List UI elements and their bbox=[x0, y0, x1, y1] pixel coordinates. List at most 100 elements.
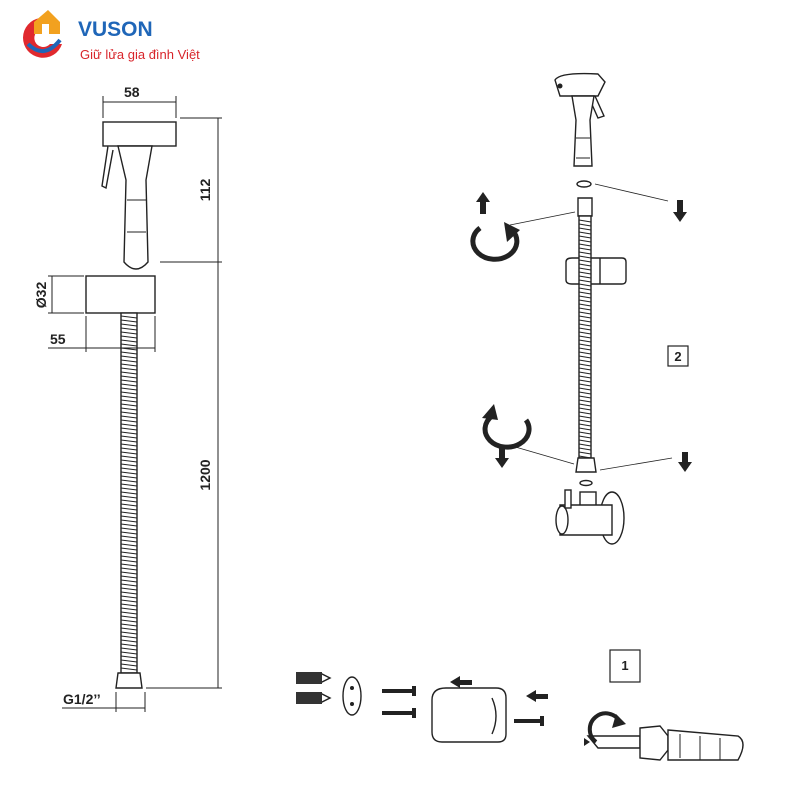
hose-rib bbox=[120, 527, 138, 531]
hose-rib bbox=[120, 403, 138, 407]
hose-rib bbox=[120, 439, 138, 443]
hose-rib bbox=[120, 471, 138, 475]
hose-rib bbox=[120, 335, 138, 339]
hose-rib bbox=[578, 243, 592, 247]
hose-rib bbox=[120, 343, 138, 347]
hose-rib bbox=[120, 327, 138, 331]
hose-rib bbox=[578, 235, 592, 239]
hose-rib bbox=[120, 387, 138, 391]
hose-rib bbox=[120, 607, 138, 611]
hose-rib bbox=[120, 639, 138, 643]
hose-rib bbox=[578, 263, 592, 267]
hose-rib bbox=[120, 651, 138, 655]
hose-rib bbox=[578, 343, 592, 347]
hose-rib bbox=[578, 391, 592, 395]
down-arrow-icon bbox=[678, 452, 692, 472]
hose-rib bbox=[120, 647, 138, 651]
hose-rib bbox=[120, 455, 138, 459]
hose-rib bbox=[120, 431, 138, 435]
hose-rib bbox=[120, 491, 138, 495]
hose-rib bbox=[120, 571, 138, 575]
hose-rib bbox=[120, 467, 138, 471]
down-arrow-icon bbox=[673, 200, 687, 222]
hose-rib bbox=[120, 579, 138, 583]
hose-rib bbox=[120, 391, 138, 395]
hose-rib bbox=[578, 375, 592, 379]
hose-rib bbox=[578, 247, 592, 251]
logo-mark-icon bbox=[22, 10, 62, 58]
left-arrow-icon bbox=[526, 690, 548, 702]
hose-rib bbox=[120, 419, 138, 423]
hose-step2 bbox=[578, 215, 592, 459]
dim-height-112: 112 bbox=[197, 178, 213, 201]
hose-rib bbox=[578, 311, 592, 315]
hose-rib bbox=[578, 315, 592, 319]
hose-rib bbox=[578, 383, 592, 387]
hose-rib bbox=[578, 239, 592, 243]
dim-width-58: 58 bbox=[124, 84, 140, 100]
hose-rib bbox=[578, 443, 592, 447]
hose-rib bbox=[578, 427, 592, 431]
hose-rib bbox=[120, 551, 138, 555]
step-1-box bbox=[609, 649, 641, 683]
hose-rib bbox=[578, 451, 592, 455]
hose-rib bbox=[120, 595, 138, 599]
hose-rib bbox=[578, 299, 592, 303]
hose-rib bbox=[120, 599, 138, 603]
hose-rib bbox=[120, 367, 138, 371]
hose-rib bbox=[120, 615, 138, 619]
hose-rib bbox=[578, 323, 592, 327]
hose-rib bbox=[120, 379, 138, 383]
hose-rib bbox=[120, 635, 138, 639]
sprayer-body bbox=[571, 95, 595, 167]
hose-rib bbox=[120, 611, 138, 615]
brand-slogan: Giữ lửa gia đình Việt bbox=[80, 47, 200, 62]
hose-rib bbox=[578, 435, 592, 439]
hose-rib bbox=[120, 479, 138, 483]
hose-rib bbox=[120, 623, 138, 627]
hose-rib bbox=[120, 567, 138, 571]
angle-valve bbox=[555, 489, 625, 545]
washer-top bbox=[576, 180, 592, 188]
rotate-arrow-icon bbox=[482, 414, 532, 450]
hose-rib bbox=[578, 423, 592, 427]
left-arrow-icon bbox=[450, 676, 472, 688]
hose-rib bbox=[120, 319, 138, 323]
hose-rib bbox=[120, 483, 138, 487]
hose-rib bbox=[120, 631, 138, 635]
hose-rib bbox=[578, 387, 592, 391]
hose-rib bbox=[120, 539, 138, 543]
hose-rib bbox=[578, 347, 592, 351]
hose-rib bbox=[578, 267, 592, 271]
hose-rib bbox=[120, 523, 138, 527]
hose-rib bbox=[120, 619, 138, 623]
hose-rib bbox=[120, 475, 138, 479]
hose-rib bbox=[120, 463, 138, 467]
hose-rib bbox=[120, 371, 138, 375]
holder-side bbox=[431, 687, 507, 743]
hose-rib bbox=[578, 367, 592, 371]
hose-rib bbox=[578, 439, 592, 443]
hose-rib bbox=[120, 363, 138, 367]
hose-rib bbox=[578, 223, 592, 227]
hose-rib bbox=[578, 399, 592, 403]
hose-rib bbox=[120, 507, 138, 511]
hose-rib bbox=[120, 395, 138, 399]
hose-rib bbox=[120, 451, 138, 455]
up-arrow-icon bbox=[476, 192, 490, 214]
hose-rib bbox=[120, 575, 138, 579]
hose-rib bbox=[120, 583, 138, 587]
hose-rib bbox=[578, 287, 592, 291]
hose-rib bbox=[120, 339, 138, 343]
hose-rib bbox=[120, 555, 138, 559]
hose-nut-bottom bbox=[575, 457, 597, 473]
hose-rib bbox=[578, 335, 592, 339]
hose-rib bbox=[578, 231, 592, 235]
hose-rib bbox=[120, 587, 138, 591]
hose-nut bbox=[115, 672, 143, 689]
sprayer-lever bbox=[101, 145, 114, 190]
hose-rib bbox=[120, 351, 138, 355]
hose-rib bbox=[578, 363, 592, 367]
dim-width-55: 55 bbox=[50, 331, 66, 347]
